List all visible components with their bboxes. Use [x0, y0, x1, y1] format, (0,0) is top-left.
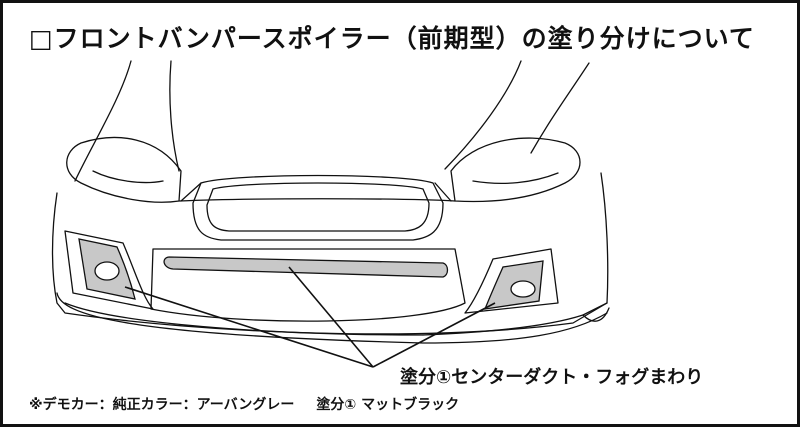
headlight-left — [66, 136, 182, 203]
callout-label: 塗分①センターダクト・フォグまわり — [400, 367, 704, 388]
grille-inner — [206, 182, 430, 232]
footnote-demo-color: ※デモカー：純正カラー：アーバングレー — [29, 397, 295, 413]
hood-left-line — [74, 60, 132, 182]
page-title: □フロントバンパースポイラー（前期型）の塗り分けについて — [29, 24, 755, 53]
leader-line-right — [372, 302, 496, 368]
hood-left-inner — [169, 60, 180, 172]
headlight-right — [450, 137, 581, 203]
front-bumper-drawing — [51, 60, 610, 368]
lower-intake-outline — [150, 248, 466, 322]
grille-outline — [192, 174, 444, 241]
footnote: ※デモカー：純正カラー：アーバングレー 塗分① マットブラック — [29, 394, 459, 414]
hood-right-line — [530, 62, 590, 154]
fog-lamp-left — [94, 261, 120, 281]
footnote-paint-note: 塗分① マットブラック — [316, 397, 460, 413]
fog-lamp-right — [510, 280, 536, 298]
leader-line-center — [288, 266, 374, 368]
fog-housing-left — [64, 230, 154, 310]
center-duct-highlight — [163, 256, 449, 278]
fog-housing-right — [464, 248, 559, 314]
hood-right-inner — [444, 60, 522, 170]
spoiler-lip — [56, 292, 608, 344]
leader-line-left — [124, 286, 374, 368]
